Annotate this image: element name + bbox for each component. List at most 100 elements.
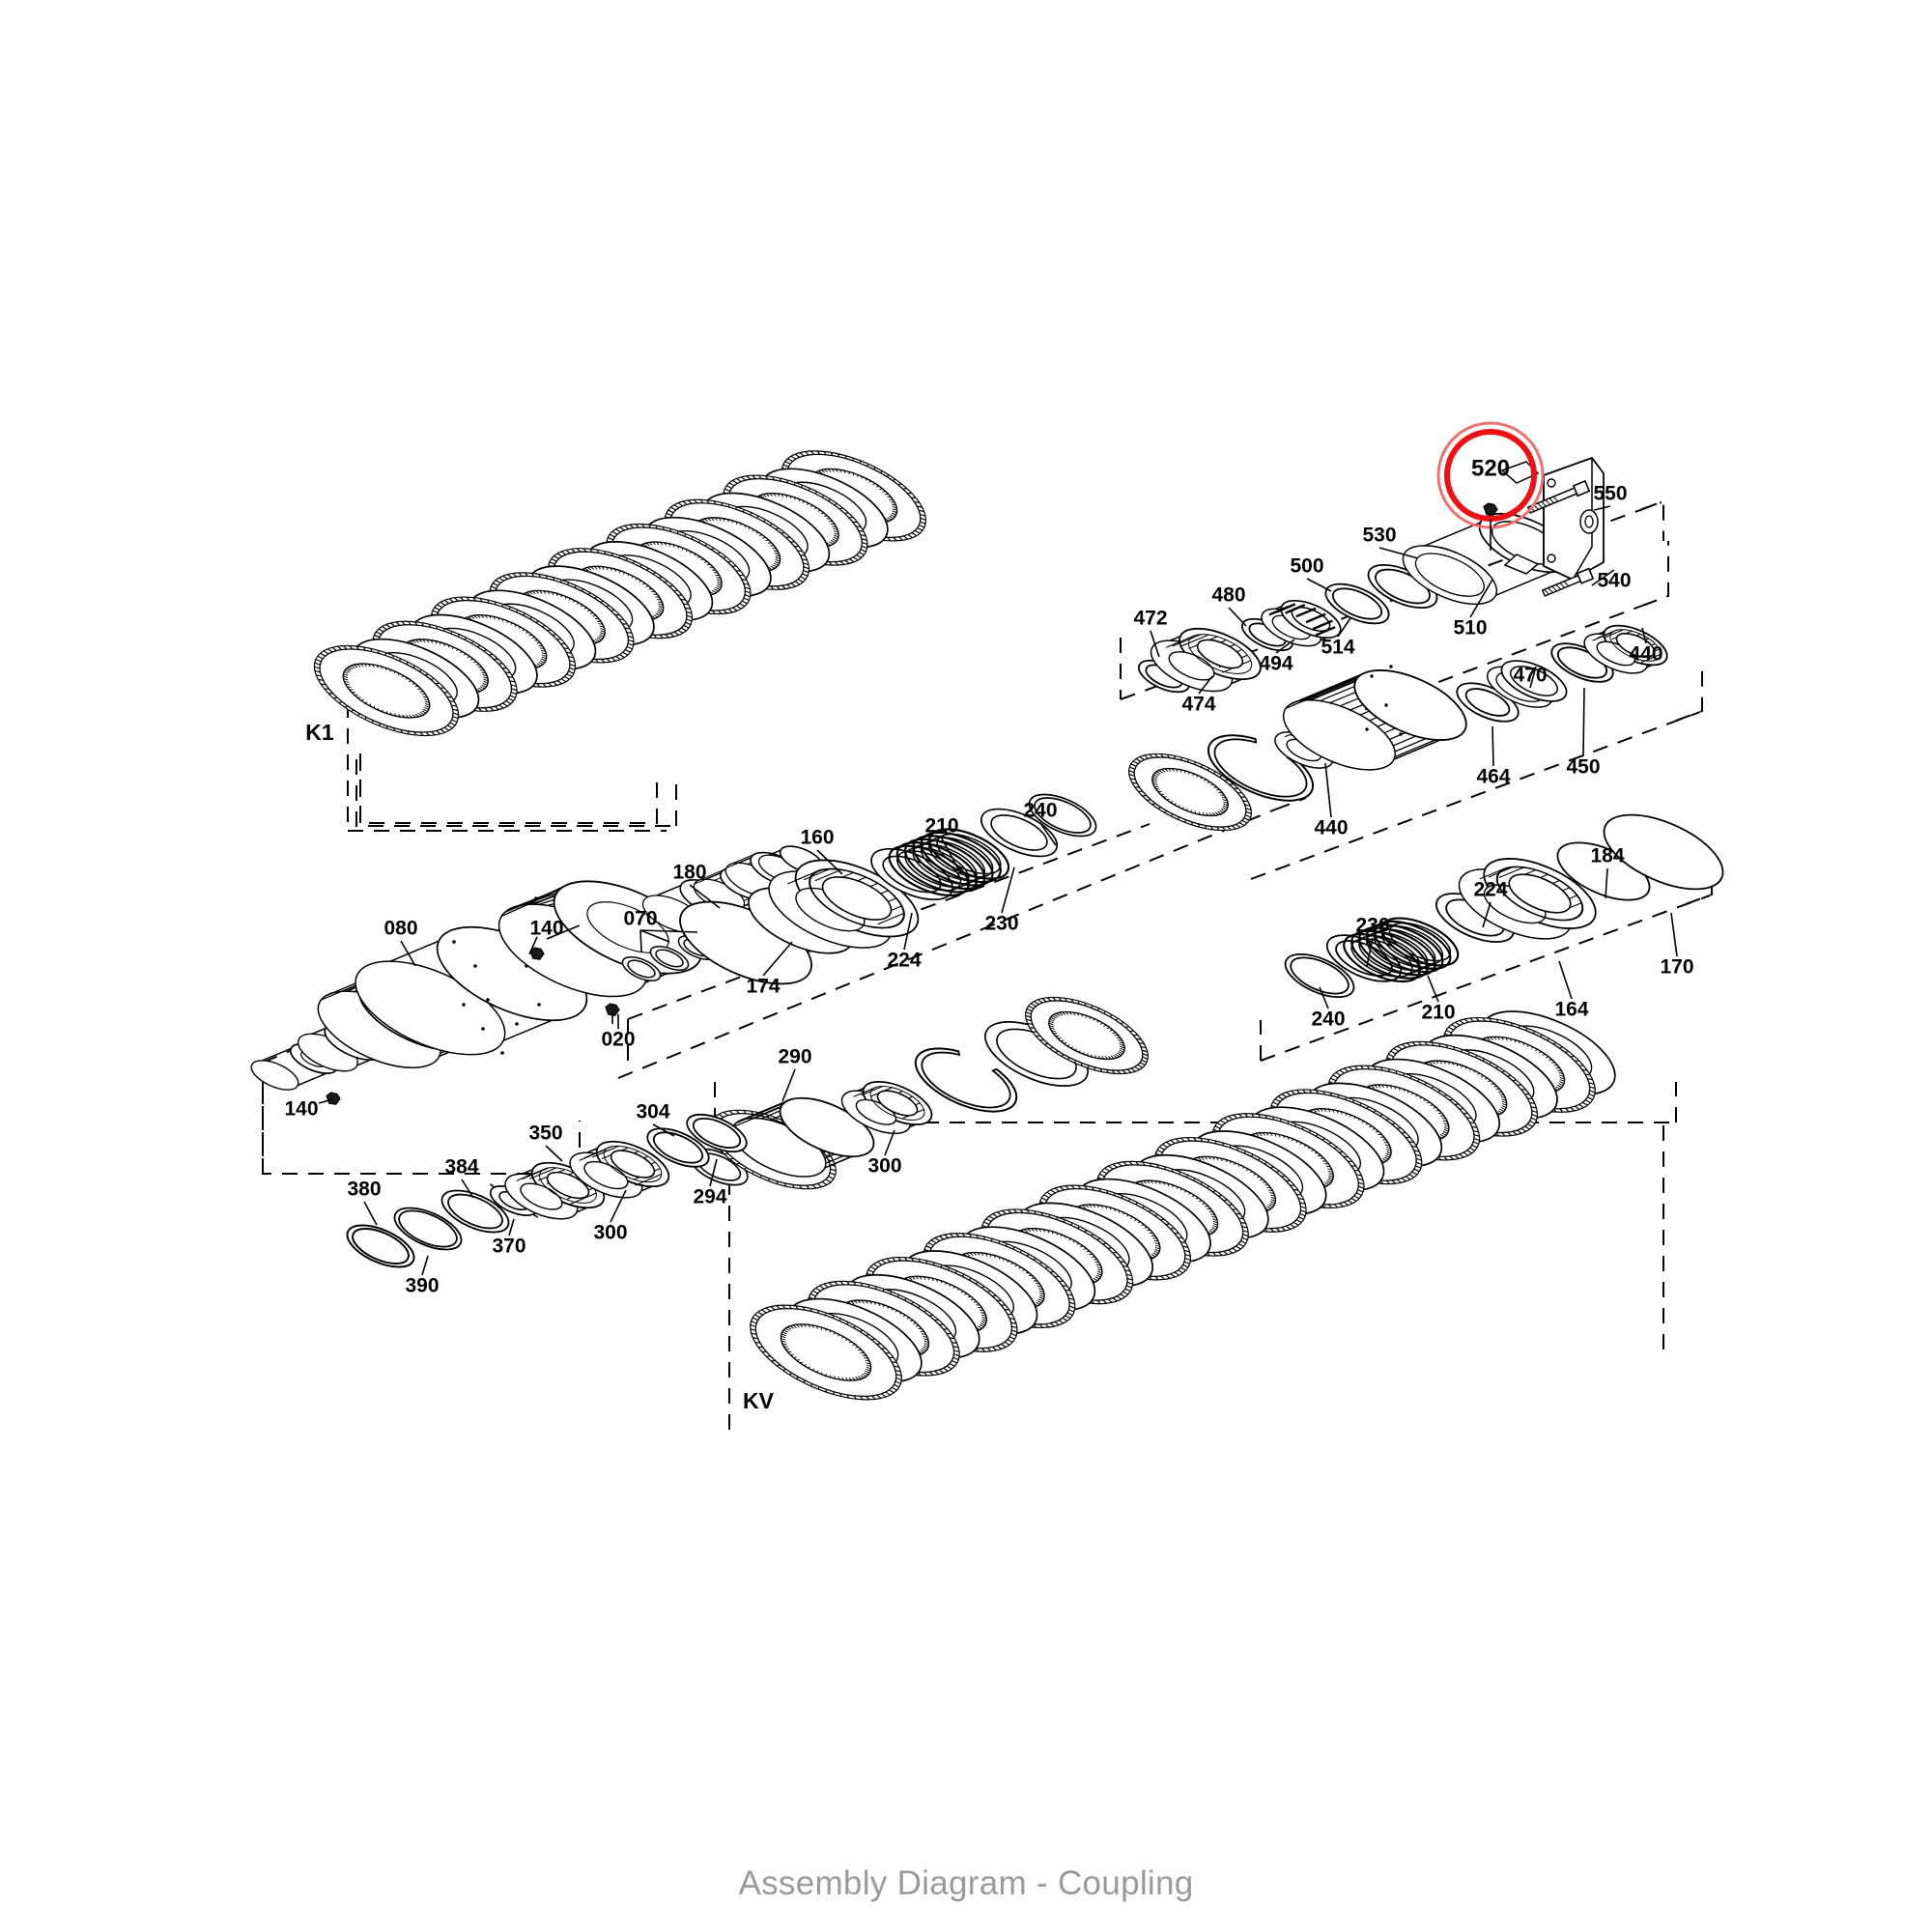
leader-line xyxy=(903,912,913,951)
part-number-labels: 472 474 480 494 500 514 530 510 550 540 440 470 450 4… xyxy=(284,483,1693,1414)
leader-line xyxy=(545,1145,563,1162)
part-number-label: 530 xyxy=(1362,525,1396,547)
part-number-label: 470 xyxy=(1513,665,1547,687)
leader-line xyxy=(781,1068,796,1102)
leader-line xyxy=(1558,960,1573,1000)
part-number-label: 140 xyxy=(529,918,563,940)
part-number-label: 350 xyxy=(528,1122,562,1145)
leader-line xyxy=(421,1255,429,1276)
leader-line xyxy=(1591,569,1615,586)
part-number-label: 384 xyxy=(444,1156,478,1179)
leader-line xyxy=(508,1218,515,1236)
leader-line xyxy=(639,929,698,933)
right-mid-parts-row xyxy=(1128,624,1668,832)
leader-line xyxy=(1582,687,1585,757)
highlight-annotation[interactable]: 520 xyxy=(1436,421,1545,551)
leader-line xyxy=(941,838,962,875)
bottom-left-parts-row xyxy=(346,1113,748,1268)
leader-line xyxy=(1670,912,1678,957)
part-number-label: 300 xyxy=(593,1222,627,1244)
part-number-label: 474 xyxy=(1181,694,1215,716)
leader-line xyxy=(610,1189,627,1223)
part-number-label: 380 xyxy=(347,1179,381,1201)
part-number-label: 230 xyxy=(984,913,1018,935)
leader-line xyxy=(1427,975,1439,1003)
highlight-part-number: 520 xyxy=(1471,455,1510,481)
leader-line xyxy=(1605,867,1608,899)
leader-line xyxy=(400,940,416,967)
leader-line xyxy=(1593,505,1611,511)
leader-line xyxy=(363,1201,378,1226)
part-number-label: 230 xyxy=(1355,915,1389,937)
part-number-label: 210 xyxy=(1421,1002,1455,1024)
part-number-label: 224 xyxy=(887,950,921,972)
kv-clutch-pack xyxy=(750,1010,1616,1401)
part-number-label: 440 xyxy=(1629,643,1662,666)
part-number-label: 210 xyxy=(924,815,958,838)
part-number-label: 514 xyxy=(1321,637,1354,659)
leader-line xyxy=(1150,630,1160,658)
leader-line xyxy=(762,941,793,977)
part-number-label: 500 xyxy=(1290,555,1323,578)
leader-line xyxy=(1469,579,1493,618)
leader-line xyxy=(1482,901,1492,928)
middle-parts-row xyxy=(621,793,1097,985)
part-number-label: 550 xyxy=(1593,483,1627,505)
leader-line xyxy=(1306,578,1332,592)
part-number-label: 170 xyxy=(1660,956,1693,979)
leader-line xyxy=(1039,822,1057,846)
leader-line xyxy=(546,924,581,940)
leader-line xyxy=(689,884,721,909)
part-number-label: 300 xyxy=(867,1155,901,1178)
leader-line xyxy=(1492,725,1494,767)
part-number-label: 450 xyxy=(1566,756,1600,779)
part-number-label: 140 xyxy=(284,1098,318,1121)
leader-line xyxy=(318,1098,334,1104)
part-number-label: 180 xyxy=(672,862,706,884)
part-number-label: 464 xyxy=(1476,766,1510,788)
part-number-label: 370 xyxy=(492,1236,526,1258)
leader-line xyxy=(1337,617,1351,638)
right-row2-parts xyxy=(1284,813,1724,998)
part-number-label: 440 xyxy=(1314,817,1348,839)
leader-line xyxy=(1228,607,1247,627)
k1-clutch-pack xyxy=(313,450,927,737)
leader-line xyxy=(1324,762,1332,818)
part-number-label: 184 xyxy=(1590,845,1624,867)
part-number-label: 540 xyxy=(1597,570,1631,592)
leader-line xyxy=(1198,675,1213,695)
part-number-label: 480 xyxy=(1211,584,1245,607)
leader-line xyxy=(652,1123,675,1137)
part-number-label: 390 xyxy=(405,1275,439,1297)
part-number-label: 224 xyxy=(1473,879,1507,901)
part-number-label: 294 xyxy=(693,1186,726,1208)
leader-line xyxy=(816,849,843,875)
leader-line xyxy=(1275,639,1295,654)
leader-line xyxy=(1366,937,1374,967)
part-number-label: 164 xyxy=(1554,999,1588,1021)
part-number-label: 240 xyxy=(1023,800,1057,822)
leader-line xyxy=(639,929,642,952)
leader-line xyxy=(884,1129,895,1156)
leader-line xyxy=(1529,666,1537,689)
leader-line xyxy=(1001,867,1015,914)
group-label-kv: KV xyxy=(743,1388,775,1413)
diagram-caption: Assembly Diagram - Coupling xyxy=(738,1864,1194,1902)
part-number-label: 472 xyxy=(1133,608,1167,630)
leader-line xyxy=(639,929,670,943)
part-number-label: 070 xyxy=(623,908,657,930)
part-number-label: 510 xyxy=(1453,617,1487,639)
highlight-callout-520[interactable]: 520 xyxy=(1436,421,1545,551)
part-illustrations xyxy=(250,450,1724,1401)
leader-line xyxy=(709,1158,718,1187)
part-510-housing xyxy=(1402,456,1605,606)
part-number-label: 240 xyxy=(1311,1009,1345,1031)
gear-290-row xyxy=(689,996,1149,1190)
leader-line xyxy=(1378,547,1419,559)
leader-line xyxy=(528,936,538,955)
leader-line xyxy=(1319,986,1329,1009)
leader-line xyxy=(461,1179,474,1199)
part-number-label: 494 xyxy=(1259,653,1293,675)
